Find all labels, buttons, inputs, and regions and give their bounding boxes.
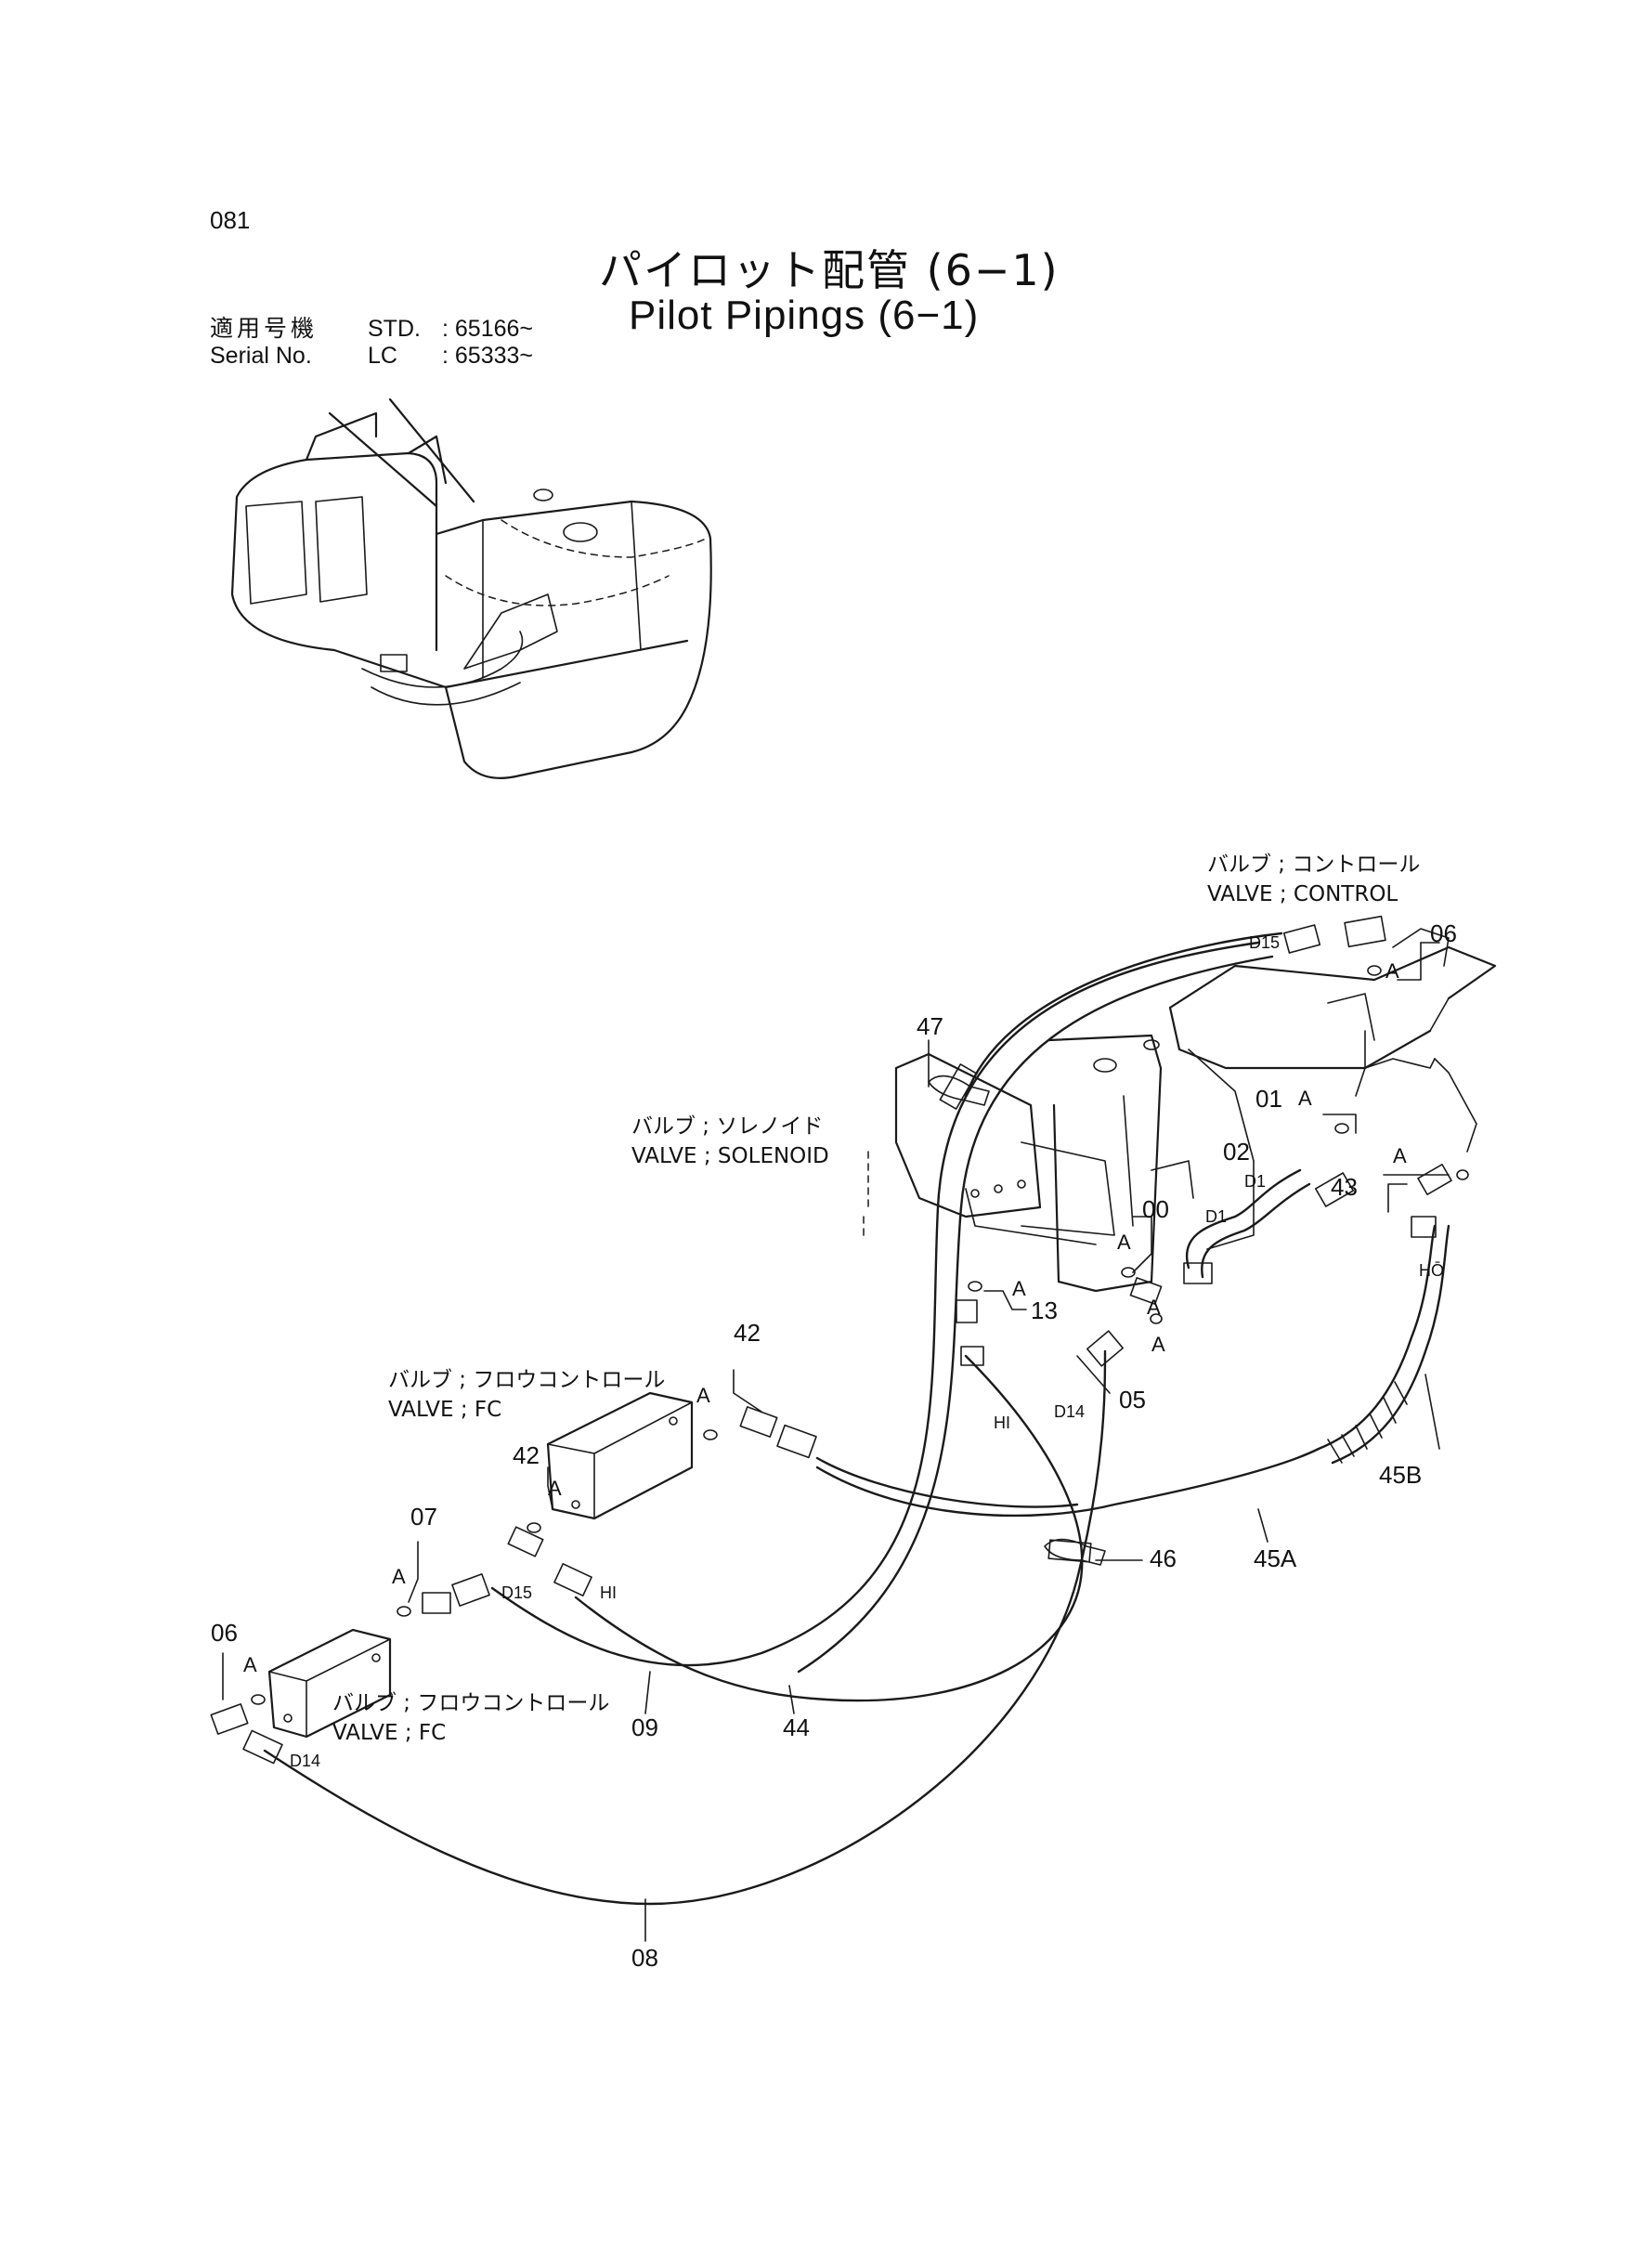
- part-number-13: 13: [1031, 1296, 1058, 1324]
- part-number-45B: 45B: [1379, 1461, 1423, 1489]
- part-number-47: 47: [917, 1012, 943, 1040]
- part-number-09: 09: [631, 1713, 658, 1741]
- solenoid-valve-caption: バルブ ; ソレノイド VALVE ; SOLENOID: [631, 1112, 829, 1171]
- lc-serial-value: : 65333~: [442, 343, 534, 369]
- part-number-42-top: 42: [734, 1319, 761, 1347]
- connection-mark-a: A: [1147, 1296, 1161, 1319]
- connection-mark-a: A: [696, 1384, 710, 1407]
- part-number-07: 07: [410, 1503, 437, 1531]
- part-number-08: 08: [631, 1944, 658, 1972]
- fc-valve-lower-label-english: VALVE ; FC: [332, 1721, 447, 1745]
- serial-label-english: Serial No.: [210, 343, 312, 369]
- part-number-46: 46: [1150, 1544, 1177, 1572]
- fc-valve-upper-label-japanese: バルブ ; フロウコントロール: [388, 1368, 666, 1392]
- port-label-hi-left: HI: [600, 1583, 617, 1602]
- part-number-00: 00: [1142, 1195, 1169, 1223]
- control-valve-label-japanese: バルブ ; コントロール: [1207, 853, 1421, 877]
- connection-mark-a: A: [1393, 1144, 1407, 1167]
- part-number-43: 43: [1331, 1173, 1358, 1201]
- part-number-01: 01: [1255, 1085, 1282, 1113]
- lc-label: LC: [368, 343, 397, 369]
- port-label-ho-right: HŌ: [1419, 1261, 1444, 1280]
- connection-mark-a: A: [1298, 1087, 1312, 1110]
- serial-label-japanese: 適用号機: [210, 316, 319, 342]
- part-number-44: 44: [783, 1713, 810, 1741]
- part-number-02: 02: [1223, 1138, 1250, 1166]
- connection-mark-a: A: [243, 1653, 257, 1676]
- std-label: STD.: [368, 316, 421, 342]
- port-label-d15-top: D15: [1249, 933, 1281, 952]
- serial-number-block: 適用号機 Serial No. STD. LC : 65166~ : 65333…: [210, 316, 533, 370]
- solenoid-valve-label-japanese: バルブ ; ソレノイド: [631, 1114, 824, 1139]
- hose-clamps: [928, 1075, 1106, 1566]
- fittings: [210, 915, 1452, 1765]
- fc-valve-lower-caption: バルブ ; フロウコントロール VALVE ; FC: [332, 1688, 609, 1748]
- fc-valve-lower-drawing: [267, 1628, 392, 1739]
- port-label-d14-left: D14: [290, 1752, 321, 1770]
- part-number-06-left: 06: [211, 1619, 238, 1647]
- fc-valve-upper-caption: バルブ ; フロウコントロール VALVE ; FC: [388, 1365, 665, 1425]
- part-number-45A: 45A: [1254, 1544, 1297, 1572]
- o-rings: [251, 965, 1469, 1705]
- connection-mark-a: A: [1385, 959, 1399, 983]
- port-label-d14-middle: D14: [1054, 1402, 1086, 1421]
- connection-mark-a: A: [1117, 1231, 1131, 1254]
- leader-lines: [222, 942, 1477, 1942]
- control-valve-label-english: VALVE ; CONTROL: [1207, 882, 1398, 906]
- page-number: 081: [210, 206, 251, 234]
- page-title-japanese: パイロット配管 (6−1): [599, 245, 1060, 295]
- excavator-overview-drawing: [230, 397, 712, 779]
- control-valve-drawing: [1047, 928, 1497, 1293]
- connection-mark-a: A: [1012, 1277, 1026, 1300]
- hoses: [263, 932, 1450, 1906]
- solenoid-valve-label-english: VALVE ; SOLENOID: [631, 1144, 829, 1168]
- port-label-d15-left: D15: [501, 1583, 533, 1602]
- part-number-05: 05: [1119, 1386, 1146, 1414]
- fc-valve-upper-label-english: VALVE ; FC: [388, 1398, 502, 1422]
- std-serial-value: : 65166~: [442, 316, 534, 342]
- part-number-42-middle: 42: [513, 1441, 540, 1469]
- part-number-06-top: 06: [1430, 919, 1457, 947]
- page-title-english: Pilot Pipings (6−1): [629, 293, 980, 338]
- port-label-d1-a: D1: [1244, 1172, 1267, 1191]
- control-valve-caption: バルブ ; コントロール VALVE ; CONTROL: [1207, 850, 1420, 909]
- connection-mark-a: A: [1151, 1333, 1165, 1356]
- port-label-d1-b: D1: [1205, 1207, 1228, 1226]
- solenoid-valve-drawing: [863, 1052, 1115, 1245]
- port-label-hi-middle: HI: [994, 1414, 1010, 1432]
- connection-mark-a: A: [392, 1565, 406, 1588]
- connection-mark-a: A: [548, 1477, 562, 1500]
- fc-valve-lower-label-japanese: バルブ ; フロウコントロール: [332, 1691, 610, 1715]
